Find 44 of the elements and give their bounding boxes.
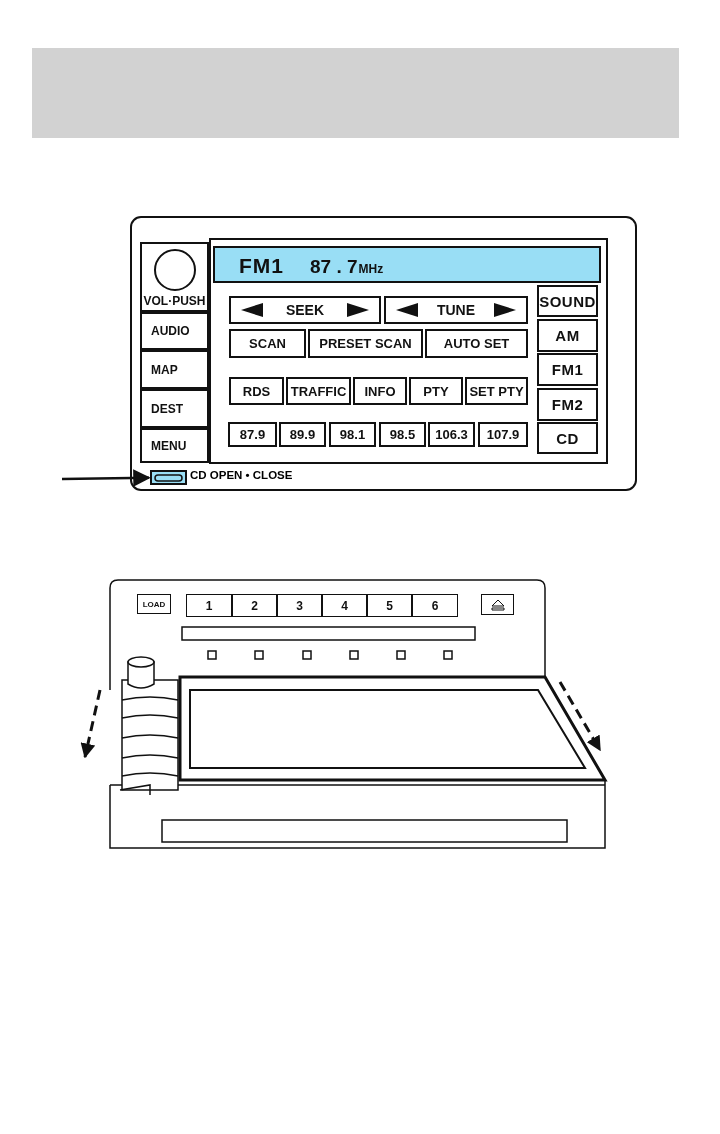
band-text: FM1 — [239, 254, 284, 278]
disc-button: 3 — [277, 594, 322, 617]
seek-button — [229, 296, 381, 324]
rds-button: RDS — [229, 377, 284, 405]
traffic-button: TRAFFIC — [286, 377, 351, 405]
frequency-text: 87 . 7 — [310, 256, 358, 278]
button-label: TUNE — [436, 302, 476, 318]
band-button: AM — [537, 319, 598, 352]
band-button: FM2 — [537, 388, 598, 421]
button-label: VOL·PUSH — [143, 294, 206, 308]
preset-button: 98.5 — [379, 422, 426, 447]
disc-button: 1 — [186, 594, 232, 617]
cd-open-close-button — [150, 470, 187, 485]
sound-button: SOUND — [537, 285, 598, 317]
preset-button: 107.9 — [478, 422, 528, 447]
preset-button: 89.9 — [279, 422, 326, 447]
preset-button: 98.1 — [329, 422, 376, 447]
button-caption: CD OPEN • CLOSE — [190, 469, 293, 481]
info-button: INFO — [353, 377, 407, 405]
set-pty-button: SET PTY — [465, 377, 528, 405]
menu-button: AUDIO — [140, 312, 209, 350]
volume-button — [140, 242, 209, 312]
menu-button: DEST — [140, 389, 209, 428]
arrow — [62, 469, 151, 487]
auto-set-button: AUTO SET — [425, 329, 528, 358]
pty-button: PTY — [409, 377, 463, 405]
load-button: LOAD — [137, 594, 171, 614]
disc-button: 2 — [232, 594, 277, 617]
scan-button: SCAN — [229, 329, 306, 358]
menu-button: MAP — [140, 350, 209, 389]
display-screen — [213, 246, 601, 283]
preset-scan-button: PRESET SCAN — [308, 329, 423, 358]
preset-button: 106.3 — [428, 422, 475, 447]
disc-button: 4 — [322, 594, 367, 617]
tune-button — [384, 296, 528, 324]
menu-button: MENU — [140, 428, 209, 463]
unit-text: MHz — [358, 262, 384, 276]
button-label: SEEK — [285, 302, 325, 318]
disc-button: 6 — [412, 594, 458, 617]
eject-button — [481, 594, 514, 615]
preset-button: 87.9 — [228, 422, 277, 447]
band-button: FM1 — [537, 353, 598, 386]
disc-button: 5 — [367, 594, 412, 617]
cd-button: CD — [537, 422, 598, 454]
